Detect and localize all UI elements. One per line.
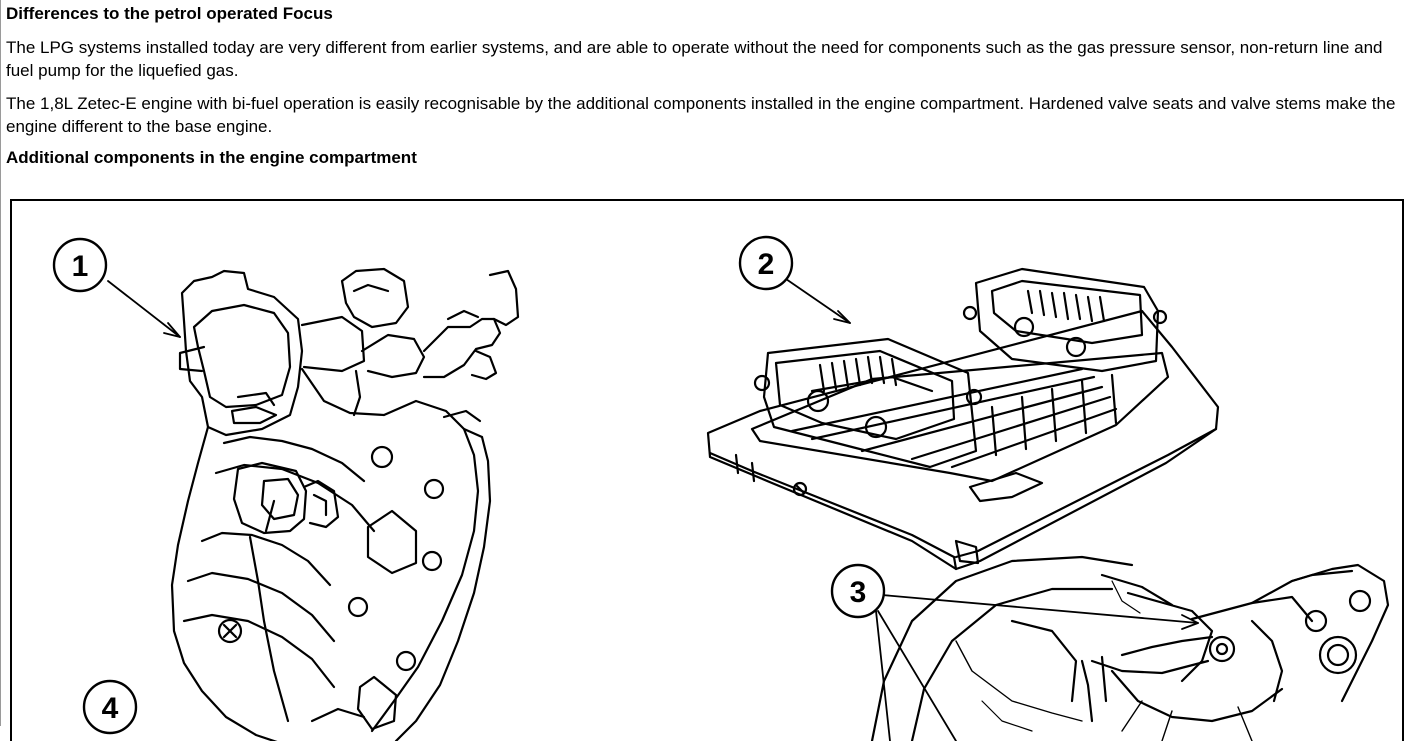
paragraph-lpg-systems: The LPG systems installed today are very… [6, 38, 1383, 80]
callout-2: 2 [738, 235, 794, 291]
components-illustration: 1 2 3 4 [10, 199, 1404, 741]
callout-1: 1 [52, 237, 108, 293]
callout-1-label: 1 [72, 250, 89, 283]
paragraph-engine: The 1,8L Zetec-E engine with bi-fuel ope… [6, 94, 1396, 136]
vaporiser-drawing [170, 267, 520, 741]
leader-lines [107, 278, 1199, 741]
callout-2-label: 2 [758, 248, 775, 281]
callout-3-label: 3 [850, 576, 867, 609]
callout-4: 4 [82, 679, 138, 735]
callout-4-label: 4 [102, 692, 119, 725]
subsection-heading: Additional components in the engine comp… [6, 148, 417, 167]
ecu-module-drawing [706, 267, 1220, 571]
gas-injector-drawing [870, 555, 1390, 741]
callout-3: 3 [830, 563, 886, 619]
section-heading: Differences to the petrol operated Focus [6, 4, 333, 23]
line-drawing: 1 2 3 4 [52, 235, 1390, 741]
page-left-rule [0, 0, 1, 726]
